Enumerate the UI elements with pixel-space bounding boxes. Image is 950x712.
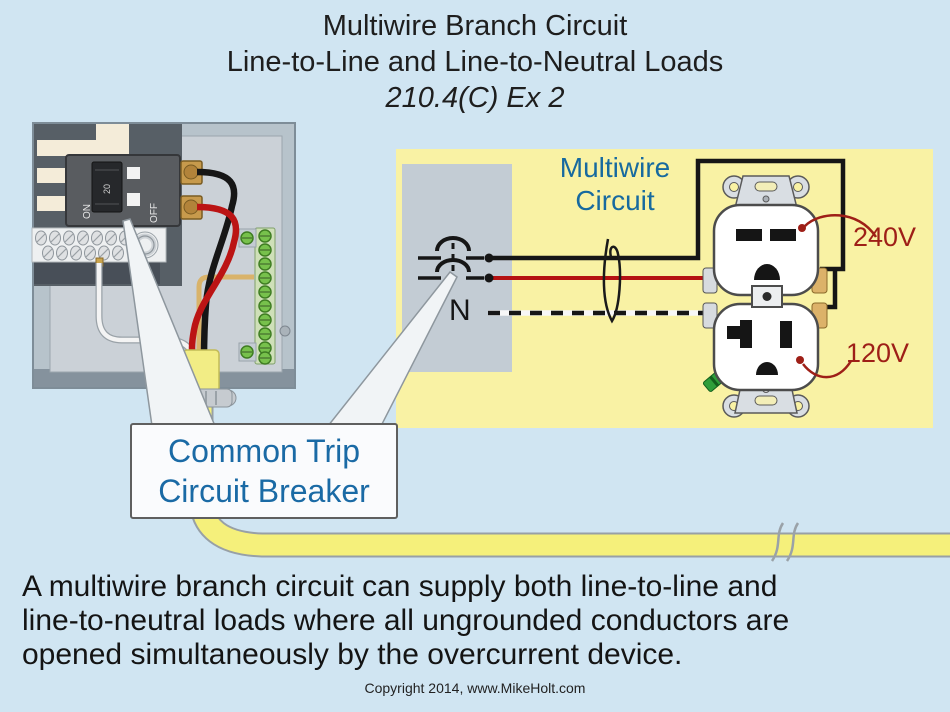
title-line-2: Line-to-Line and Line-to-Neutral Loads — [226, 46, 724, 78]
voltage-annotations — [796, 214, 878, 379]
center-screw — [762, 292, 772, 301]
callout-line-1: Common Trip — [167, 433, 361, 469]
common-trip-callout: Common Trip Circuit Breaker — [130, 423, 398, 519]
caption-line-1: A multiwire branch circuit can supply bo… — [22, 570, 778, 603]
outlet-240v — [712, 203, 820, 297]
top-mounting-strap — [734, 175, 798, 209]
hot-black-wire — [488, 158, 846, 272]
caption-line-2: line-to-neutral loads where all unground… — [22, 604, 790, 637]
outlet-120v — [712, 302, 820, 392]
arrow-240v — [804, 214, 878, 238]
bus-finger — [37, 168, 68, 183]
multiwire-label-line-1: Multiwire — [559, 152, 671, 183]
bus-finger — [37, 140, 96, 156]
black-hot-wire — [196, 168, 238, 361]
bus-finger — [37, 196, 68, 211]
caption-line-3: opened simultaneously by the overcurrent… — [22, 638, 683, 671]
copyright-notice: Copyright 2014, www.MikeHolt.com — [364, 680, 586, 696]
two-pole-breaker: 20 ON OFF — [65, 154, 203, 227]
neutral-label: N — [449, 294, 471, 327]
duplex-receptacle — [702, 175, 828, 418]
arrow-120v — [802, 360, 853, 379]
schematic-conductors — [488, 158, 846, 324]
breaker-symbol — [418, 236, 494, 283]
cable-break-marks — [770, 522, 800, 562]
callout-line-2: Circuit Breaker — [158, 473, 370, 509]
multiwire-circuit-label: Multiwire Circuit — [520, 151, 710, 217]
neutral-white-wire — [96, 263, 196, 356]
voltage-240-label: 240V — [853, 222, 917, 252]
ground-bar — [238, 227, 291, 365]
title-line-1: Multiwire Branch Circuit — [322, 10, 628, 42]
caption-text: A multiwire branch circuit can supply bo… — [22, 570, 937, 672]
multiwire-label-line-2: Circuit — [575, 185, 655, 216]
breaker-amp-label: 20 — [102, 184, 112, 194]
bus-finger — [96, 124, 129, 156]
cable-loop — [602, 238, 622, 324]
title-code-reference: 210.4(C) Ex 2 — [385, 82, 565, 114]
voltage-120-label: 120V — [846, 338, 910, 368]
breaker-off-label: OFF — [149, 203, 160, 223]
breaker-on-label: ON — [82, 204, 93, 219]
breaker-panel: 20 ON OFF — [31, 122, 296, 408]
page-title: Multiwire Branch Circuit Line-to-Line an… — [0, 8, 950, 116]
red-hot-wire — [188, 203, 240, 361]
